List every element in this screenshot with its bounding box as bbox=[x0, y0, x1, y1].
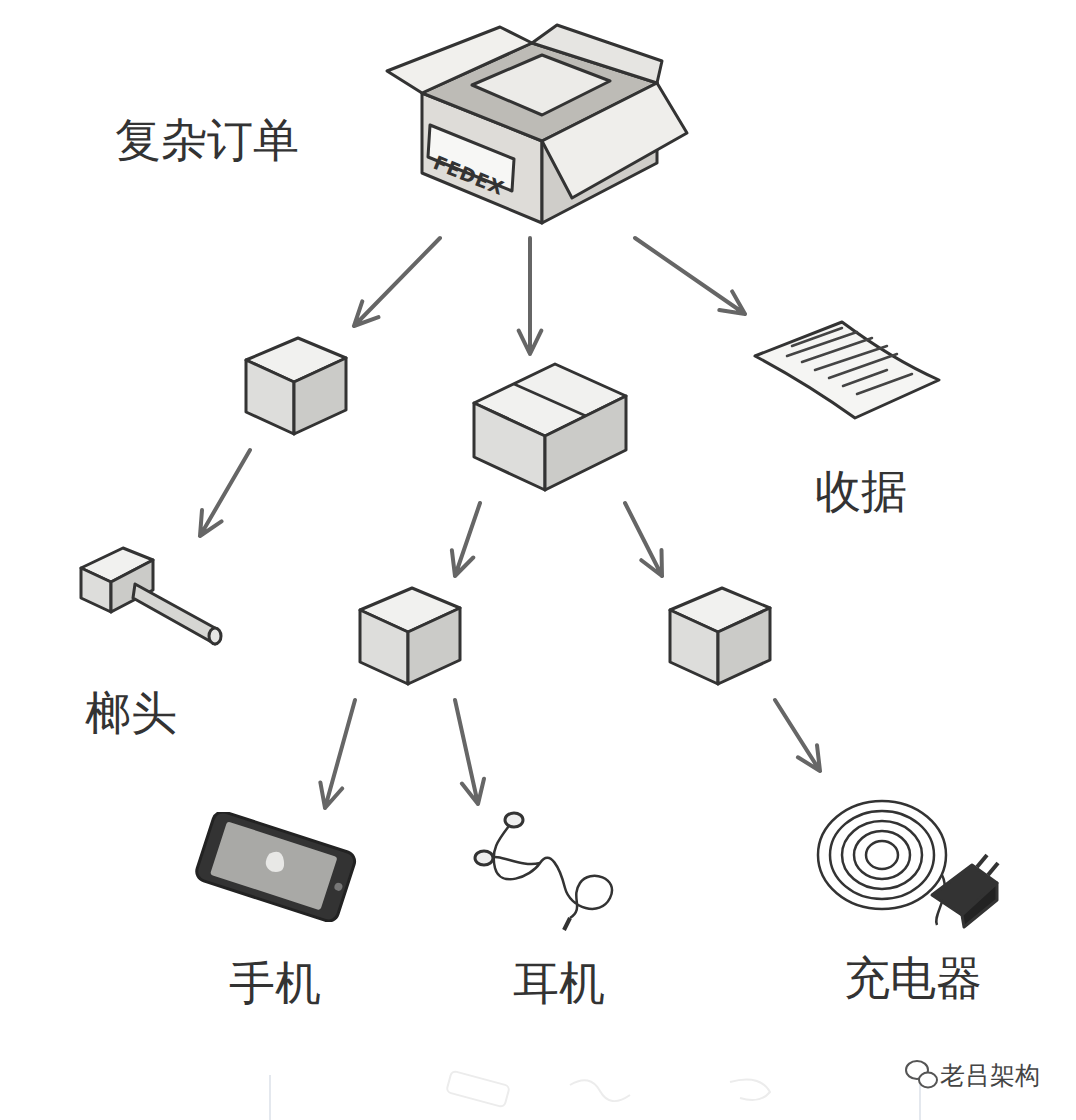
item-node: 耳机 bbox=[465, 808, 635, 1015]
arrow-line bbox=[519, 238, 542, 354]
item-node bbox=[662, 580, 778, 692]
arrow-line bbox=[455, 700, 484, 804]
item-node bbox=[352, 580, 468, 692]
arrow-connector bbox=[775, 700, 820, 771]
item-illustration bbox=[662, 580, 778, 692]
watermark-text: 老吕架构 bbox=[940, 1061, 1040, 1090]
arrow-line bbox=[354, 238, 440, 326]
item-illustration bbox=[238, 330, 354, 442]
item-node: 收据 bbox=[745, 318, 945, 528]
arrow-connector bbox=[635, 238, 745, 314]
item-label: 复杂订单 bbox=[115, 115, 299, 166]
arrow-connector bbox=[625, 503, 662, 576]
arrow-line bbox=[452, 503, 480, 576]
arrow-connector bbox=[354, 238, 440, 326]
item-illustration bbox=[195, 812, 360, 922]
arrow-connector bbox=[452, 503, 480, 576]
arrow-line bbox=[775, 700, 820, 771]
item-illustration bbox=[470, 358, 630, 495]
arrow-line bbox=[635, 238, 745, 314]
arrow-line bbox=[200, 450, 250, 536]
item-label: 耳机 bbox=[513, 958, 605, 1009]
item-node: 充电器 bbox=[812, 775, 1007, 1015]
watermark: 老吕架构 bbox=[940, 1059, 1040, 1092]
item-node bbox=[238, 330, 354, 442]
arrow-connector bbox=[455, 700, 484, 804]
item-label: 收据 bbox=[815, 466, 907, 517]
item-node bbox=[470, 358, 630, 495]
item-label: 榔头 bbox=[85, 688, 177, 739]
arrow-connector bbox=[519, 238, 542, 354]
wechat-icon bbox=[906, 1061, 937, 1088]
item-illustration bbox=[382, 23, 692, 233]
item-illustration bbox=[812, 775, 1007, 935]
arrow-connector bbox=[200, 450, 250, 536]
item-label: 手机 bbox=[229, 958, 321, 1009]
item-node: 榔头 bbox=[75, 540, 235, 745]
item-node: 手机 bbox=[195, 812, 360, 1015]
item-node: 复杂订单FEDEX bbox=[110, 15, 692, 230]
item-label: 充电器 bbox=[844, 953, 982, 1004]
arrow-line bbox=[625, 503, 662, 576]
arrow-line bbox=[320, 700, 355, 808]
item-illustration bbox=[75, 540, 230, 652]
item-illustration bbox=[747, 318, 945, 426]
arrow-connector bbox=[320, 700, 355, 808]
item-illustration bbox=[352, 580, 468, 692]
item-illustration bbox=[470, 808, 630, 936]
